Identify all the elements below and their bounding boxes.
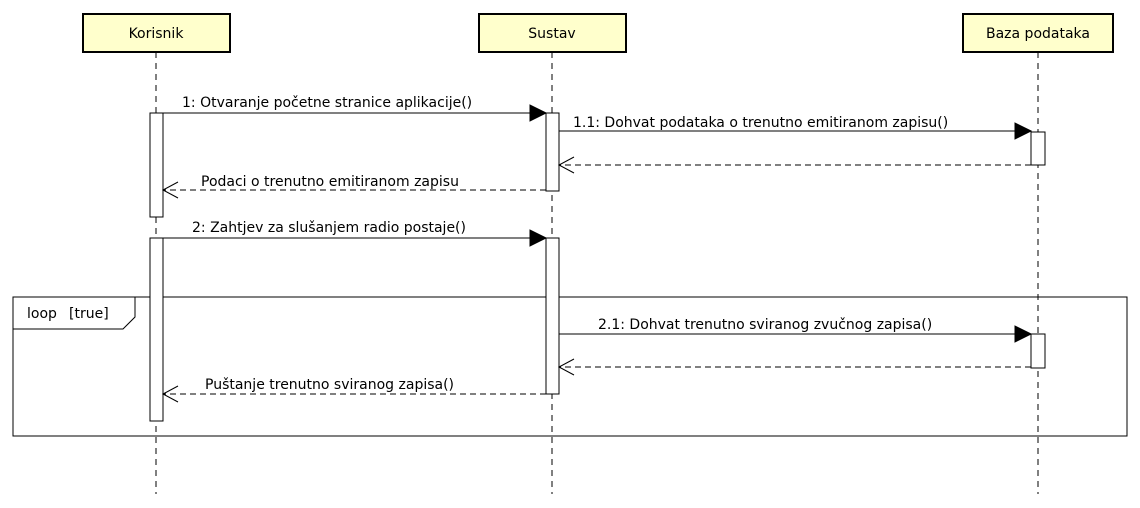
message-2-1-return (557, 358, 1031, 376)
message-2-return-label: Puštanje trenutno sviranog zapisa() (205, 377, 454, 393)
message-1-return: Podaci o trenutno emitiranom zapisu (161, 174, 546, 199)
message-1-return-arrowhead (161, 181, 179, 199)
participant-box-baza (962, 13, 1114, 53)
participant-label-sustav: Sustav (528, 26, 575, 42)
activation-sustav-2 (545, 237, 560, 395)
activation-sustav-1 (545, 112, 560, 192)
participant-korisnik: Korisnik (82, 13, 231, 53)
participant-label-baza: Baza podataka (986, 26, 1090, 42)
message-1-1-arrowhead (1014, 122, 1033, 140)
activation-baza-1 (1030, 131, 1046, 166)
message-1-label: 1: Otvaranje početne stranice aplikacije… (182, 95, 472, 111)
message-1: 1: Otvaranje početne stranice aplikacije… (163, 95, 548, 122)
participant-sustav: Sustav (478, 13, 627, 53)
activation-korisnik-1 (149, 112, 164, 218)
message-1-1-return (557, 156, 1031, 174)
loop-frame-tab (12, 296, 136, 330)
message-2-return: Puštanje trenutno sviranog zapisa() (161, 377, 546, 403)
message-2: 2: Zahtjev za slušanjem radio postaje() (163, 220, 548, 247)
participant-box-sustav (478, 13, 627, 53)
message-2-arrowhead (529, 229, 548, 247)
message-1-1-label: 1.1: Dohvat podataka o trenutno emitiran… (573, 115, 948, 131)
participant-box-korisnik (82, 13, 231, 53)
message-2-1-label: 2.1: Dohvat trenutno sviranog zvučnog za… (598, 317, 932, 333)
message-2-1-return-arrowhead (557, 358, 575, 376)
loop-frame (12, 296, 1128, 437)
message-2-return-arrowhead (161, 385, 179, 403)
message-2-label: 2: Zahtjev za slušanjem radio postaje() (192, 220, 466, 236)
message-1-return-label: Podaci o trenutno emitiranom zapisu (201, 174, 459, 190)
loop-guard-label: [true] (69, 306, 109, 322)
message-1-1-return-arrowhead (557, 156, 575, 174)
participant-label-korisnik: Korisnik (129, 26, 185, 42)
message-1-1: 1.1: Dohvat podataka o trenutno emitiran… (559, 115, 1033, 140)
loop-operator-label: loop (27, 306, 57, 322)
activation-baza-2 (1030, 333, 1046, 369)
message-2-1-arrowhead (1014, 325, 1033, 343)
message-2-1: 2.1: Dohvat trenutno sviranog zvučnog za… (559, 317, 1033, 343)
activation-korisnik-2 (149, 237, 164, 422)
message-1-arrowhead (529, 104, 548, 122)
participant-baza: Baza podataka (962, 13, 1114, 53)
loop-fragment: loop [true] (12, 296, 1128, 437)
